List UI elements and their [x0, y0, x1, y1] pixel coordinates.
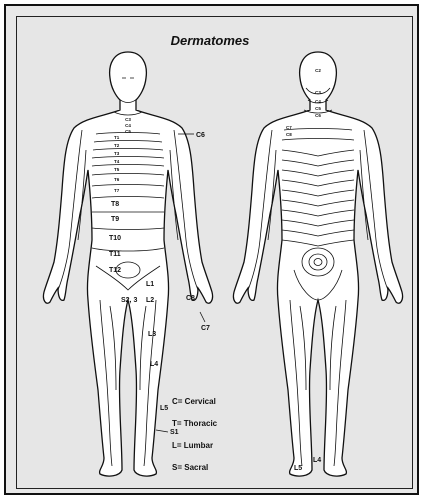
diagram-title: Dermatomes [171, 33, 250, 48]
legend: C= Cervical T= Thoracic L= Lumbar S= Sac… [172, 397, 218, 472]
label-front-l3: L3 [148, 331, 156, 338]
label-back-l5: L5 [294, 465, 302, 472]
label-front-t2: T2 [114, 143, 120, 148]
label-front-l2: L2 [146, 297, 154, 304]
label-front-c3: C3 [125, 117, 131, 122]
label-front-t1: T1 [114, 135, 120, 140]
label-front-c7: C7 [201, 325, 210, 332]
label-front-c8: C8 [186, 295, 195, 302]
label-front-t3: T3 [114, 151, 120, 156]
label-front-t10: T10 [109, 235, 121, 242]
label-front-t4: T4 [114, 159, 120, 164]
label-front-c6: C6 [196, 132, 205, 139]
label-front-s1: S1 [170, 429, 179, 436]
label-front-t8: T8 [111, 201, 119, 208]
label-front-t11: T11 [109, 251, 121, 258]
label-front-l1: L1 [146, 281, 154, 288]
label-back-c3: C3 [315, 90, 321, 95]
label-back-c4: C4 [315, 99, 321, 104]
front-figure [43, 52, 212, 476]
label-back-c2: C2 [315, 68, 321, 73]
label-front-s2-3: S2, 3 [121, 297, 137, 304]
label-back-c5: C5 [315, 106, 321, 111]
legend-cervical: C= Cervical [172, 397, 216, 406]
label-front-t12: T12 [109, 267, 121, 274]
label-back-l4: L4 [313, 457, 321, 464]
label-front-t5: T5 [114, 167, 120, 172]
label-front-t6: T6 [114, 177, 120, 182]
label-back-c7: C7 [286, 125, 292, 130]
label-back-c6: C6 [315, 113, 321, 118]
legend-thoracic: T= Thoracic [172, 419, 218, 428]
label-front-t7: T7 [114, 188, 120, 193]
label-front-l4: L4 [150, 361, 158, 368]
label-front-c5: C5 [125, 129, 131, 134]
label-front-t9: T9 [111, 216, 119, 223]
label-back-c8: C8 [286, 132, 292, 137]
legend-sacral: S= Sacral [172, 463, 208, 472]
label-front-c4: C4 [125, 123, 131, 128]
legend-lumbar: L= Lumbar [172, 441, 213, 450]
label-front-l5: L5 [160, 405, 168, 412]
